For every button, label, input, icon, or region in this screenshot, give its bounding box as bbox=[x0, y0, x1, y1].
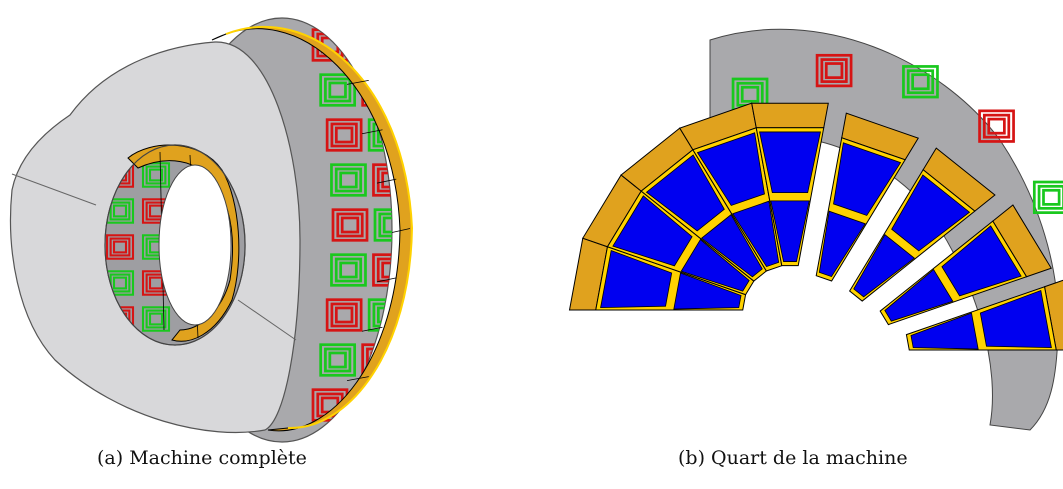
coil-winding bbox=[815, 53, 853, 88]
magnet-pole bbox=[645, 154, 725, 232]
coil-winding bbox=[325, 118, 363, 152]
magnet-pole bbox=[853, 234, 916, 298]
coil-winding bbox=[141, 162, 171, 188]
magnet-pole bbox=[941, 225, 1022, 297]
rotor-segment bbox=[751, 102, 829, 129]
caption-full-machine: (a) Machine complète bbox=[97, 447, 307, 469]
magnet-pole bbox=[600, 249, 673, 309]
magnet-pole bbox=[891, 174, 971, 252]
panel-full-machine: (a) Machine complète bbox=[0, 0, 440, 489]
coil-winding bbox=[325, 298, 363, 332]
magnet-pole bbox=[673, 272, 742, 310]
magnet-pole bbox=[696, 132, 765, 206]
magnet-pole bbox=[612, 195, 693, 267]
inner-hole bbox=[104, 144, 246, 346]
magnet-pole bbox=[979, 289, 1052, 349]
coil-winding bbox=[902, 65, 939, 99]
coil-winding bbox=[105, 234, 135, 260]
magnet-pole bbox=[759, 131, 821, 194]
magnet-pole bbox=[700, 214, 763, 278]
coil-winding bbox=[319, 343, 357, 377]
magnet-pole bbox=[910, 312, 979, 350]
coil-winding bbox=[330, 163, 367, 197]
coil-winding bbox=[353, 28, 391, 62]
panel-quarter-machine: (b) Quart de la machine bbox=[560, 0, 1063, 489]
magnet-array bbox=[595, 127, 1057, 351]
magnet-pole bbox=[884, 268, 954, 322]
coil-winding bbox=[373, 208, 392, 242]
magnet-pole bbox=[770, 200, 810, 262]
outer-rotor-band bbox=[211, 25, 414, 432]
coil-winding bbox=[141, 306, 171, 332]
quarter-machine-illustration bbox=[568, 28, 1063, 431]
coil-winding bbox=[331, 208, 369, 242]
coil-winding bbox=[1032, 180, 1063, 214]
magnet-pole bbox=[680, 238, 750, 292]
coil-winding bbox=[319, 73, 357, 107]
coil-winding bbox=[978, 109, 1015, 143]
caption-quarter-machine: (b) Quart de la machine bbox=[678, 447, 908, 469]
coil-winding bbox=[353, 388, 391, 422]
magnet-pole bbox=[732, 200, 780, 268]
coil-winding bbox=[330, 253, 367, 287]
rotor-arch bbox=[568, 102, 1063, 351]
full-machine-illustration bbox=[9, 17, 414, 443]
magnet-pole bbox=[833, 142, 902, 216]
magnet-pole bbox=[818, 210, 866, 278]
